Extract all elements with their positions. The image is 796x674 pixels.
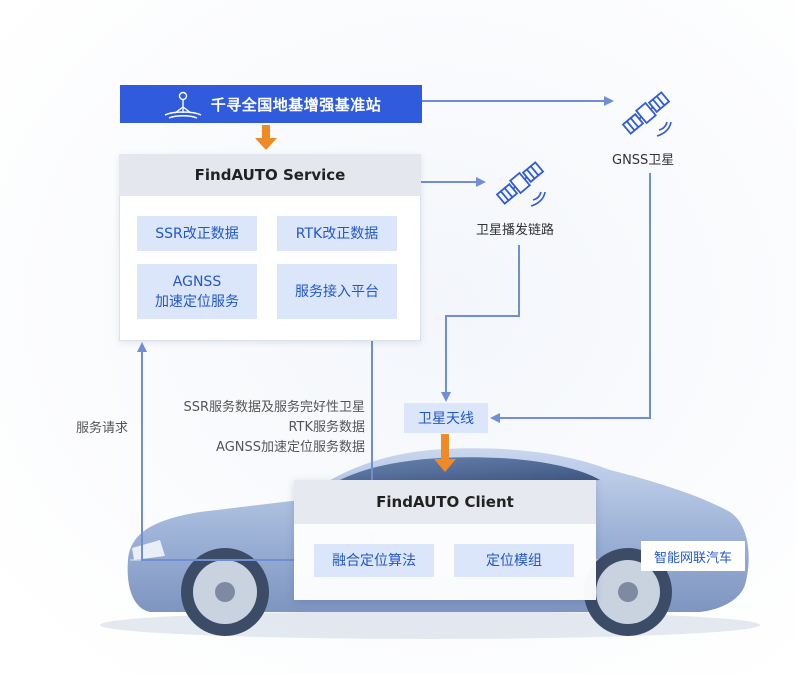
access-platform-chip: 服务接入平台 xyxy=(277,264,397,319)
access-platform-label: 服务接入平台 xyxy=(295,283,379,300)
rtk-correction-label: RTK改正数据 xyxy=(295,225,379,242)
fusion-algorithm-label: 融合定位算法 xyxy=(332,552,416,569)
agnss-service-chip: AGNSS 加速定位服务 xyxy=(137,264,257,319)
broadcast-link-label: 卫星播发链路 xyxy=(476,223,555,238)
rtk-correction-chip: RTK改正数据 xyxy=(277,216,397,251)
ssr-correction-chip: SSR改正数据 xyxy=(137,216,257,251)
agnss-label-line2: 加速定位服务 xyxy=(155,293,239,310)
agnss-label-line1: AGNSS xyxy=(172,273,222,290)
findauto-service-title: FindAUTO Service xyxy=(119,154,421,196)
ssr-data-label: SSR服务数据及服务完好性卫星 xyxy=(183,400,365,415)
findauto-client-title: FindAUTO Client xyxy=(294,480,596,524)
reference-station-label: 千寻全国地基增强基准站 xyxy=(210,95,382,114)
service-request-label: 服务请求 xyxy=(76,421,129,436)
ssr-correction-label: SSR改正数据 xyxy=(155,225,239,242)
connected-car-label: 智能网联汽车 xyxy=(641,541,745,571)
positioning-module-label: 定位模组 xyxy=(486,552,542,569)
satellite-icon xyxy=(495,161,546,207)
orange-arrows xyxy=(255,125,456,472)
fusion-algorithm-chip: 融合定位算法 xyxy=(314,544,434,577)
satellite-icon xyxy=(621,91,672,137)
antenna-tower-icon xyxy=(164,91,202,119)
service-data-labels: SSR服务数据及服务完好性卫星 RTK服务数据 AGNSS加速定位服务数据 xyxy=(150,398,365,458)
rtk-data-label: RTK服务数据 xyxy=(288,420,365,435)
gnss-satellite-label: GNSS卫星 xyxy=(612,153,675,168)
agnss-data-label: AGNSS加速定位服务数据 xyxy=(216,440,365,455)
reference-station-bar: 千寻全国地基增强基准站 xyxy=(120,85,422,123)
positioning-module-chip: 定位模组 xyxy=(454,544,574,577)
satellite-antenna-label: 卫星天线 xyxy=(404,403,488,433)
